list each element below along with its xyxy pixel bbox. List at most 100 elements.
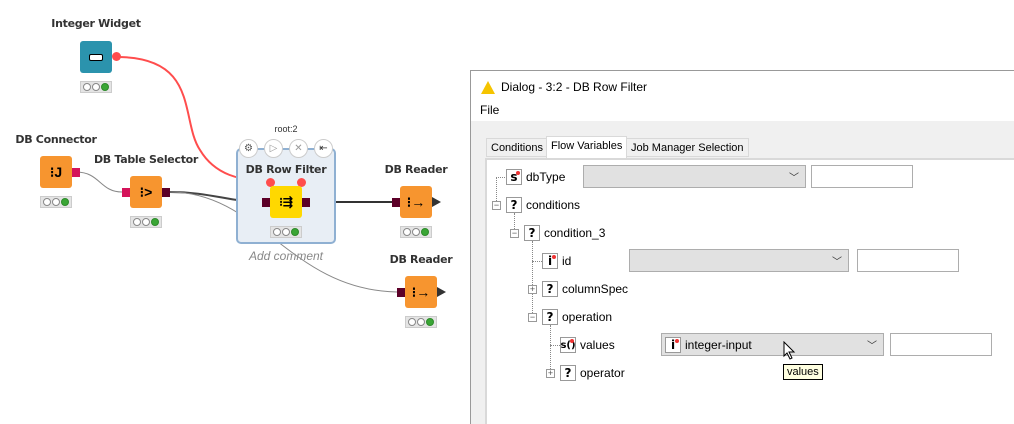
menu-bar: File bbox=[471, 103, 1014, 121]
node-status-lights bbox=[400, 226, 432, 238]
tree-item-condition-3[interactable]: ? condition_3 bbox=[524, 224, 605, 242]
values-variable-select[interactable]: i integer-input ﹀ bbox=[661, 333, 884, 356]
tree-item-label: values bbox=[580, 338, 615, 352]
collapse-toggle[interactable]: − bbox=[492, 200, 501, 210]
string-array-variable-icon: s() bbox=[560, 337, 576, 353]
integer-variable-icon: i bbox=[665, 336, 681, 353]
chevron-down-icon: ﹀ bbox=[789, 173, 799, 184]
unknown-type-icon: ? bbox=[506, 197, 522, 213]
tree-line bbox=[532, 261, 542, 262]
db-output-port[interactable] bbox=[72, 168, 80, 177]
chevron-down-icon: ﹀ bbox=[867, 341, 877, 352]
db-data-output-port[interactable] bbox=[302, 198, 310, 207]
db-data-input-port[interactable] bbox=[392, 198, 400, 207]
db-select-icon: ⁝> bbox=[139, 183, 153, 200]
connection-edge bbox=[75, 171, 123, 193]
configure-button[interactable]: ⚙ bbox=[239, 139, 258, 158]
dialog-title-bar: Dialog - 3:2 - DB Row Filter bbox=[471, 71, 1014, 103]
tree-line bbox=[514, 213, 515, 233]
db-connector-node[interactable]: ⁝J bbox=[40, 156, 72, 188]
tree-item-label: dbType bbox=[526, 170, 566, 184]
tree-item-operation[interactable]: ? operation bbox=[542, 308, 612, 326]
db-data-input-port[interactable] bbox=[262, 198, 270, 207]
unknown-type-icon: ? bbox=[542, 309, 558, 325]
flow-variable-input-port[interactable] bbox=[266, 178, 275, 187]
cancel-button[interactable]: ✕ bbox=[289, 139, 308, 158]
tree-line bbox=[496, 177, 497, 205]
node-status-lights bbox=[80, 81, 112, 93]
widget-icon bbox=[89, 53, 103, 61]
tree-line bbox=[550, 345, 560, 346]
tab-conditions[interactable]: Conditions bbox=[486, 138, 548, 157]
expand-toggle[interactable]: + bbox=[546, 368, 555, 378]
unknown-type-icon: ? bbox=[560, 365, 576, 381]
tooltip: values bbox=[783, 364, 823, 380]
mouse-cursor-icon bbox=[783, 341, 796, 360]
expand-toggle[interactable]: + bbox=[528, 284, 537, 294]
node-label: DB Table Selector bbox=[93, 153, 199, 166]
tree-line bbox=[532, 241, 533, 319]
unknown-type-icon: ? bbox=[524, 225, 540, 241]
table-output-port[interactable] bbox=[437, 287, 446, 297]
tree-item-label: operator bbox=[580, 366, 625, 380]
tree-item-operator[interactable]: ? operator bbox=[560, 364, 625, 382]
tree-item-label: operation bbox=[562, 310, 613, 324]
tree-item-label: conditions bbox=[526, 198, 581, 212]
dbtype-variable-select[interactable]: ﹀ bbox=[583, 165, 806, 188]
id-variable-select[interactable]: ﹀ bbox=[629, 249, 849, 272]
tree-item-columnspec[interactable]: ? columnSpec bbox=[542, 280, 628, 298]
tree-item-label: id bbox=[562, 254, 572, 268]
collapse-toggle[interactable]: − bbox=[528, 312, 537, 322]
db-reader-icon: ⁝→ bbox=[411, 283, 431, 300]
dbtype-output-field[interactable] bbox=[811, 165, 913, 188]
tree-line bbox=[550, 325, 551, 375]
row-filter-icon: ⁝⇶ bbox=[279, 195, 293, 209]
node-label: DB Reader bbox=[384, 163, 448, 176]
db-reader-node[interactable]: ⁝→ bbox=[405, 276, 437, 308]
dialog-title: Dialog - 3:2 - DB Row Filter bbox=[501, 80, 648, 94]
chevron-down-icon: ﹀ bbox=[832, 257, 842, 268]
node-label: DB Row Filter bbox=[245, 163, 327, 176]
db-row-filter-node[interactable]: ⁝⇶ bbox=[270, 186, 302, 218]
node-id-label: root:2 bbox=[274, 124, 298, 134]
node-label: DB Reader bbox=[389, 253, 453, 266]
db-input-port[interactable] bbox=[122, 188, 130, 197]
node-label: Integer Widget bbox=[51, 17, 141, 30]
integer-variable-icon: i bbox=[542, 253, 558, 269]
tab-flow-variables[interactable]: Flow Variables bbox=[546, 136, 628, 158]
add-comment[interactable]: Add comment bbox=[248, 249, 324, 263]
db-data-input-port[interactable] bbox=[397, 288, 405, 297]
tree-item-values[interactable]: s() values bbox=[560, 336, 615, 354]
tree-item-label: condition_3 bbox=[544, 226, 606, 240]
tree-item-conditions[interactable]: ? conditions bbox=[506, 196, 580, 214]
collapse-toggle[interactable]: − bbox=[510, 228, 519, 238]
flow-variable-port[interactable] bbox=[112, 52, 121, 61]
flow-variable-output-port[interactable] bbox=[297, 178, 306, 187]
tab-job-manager-selection[interactable]: Job Manager Selection bbox=[626, 138, 749, 157]
reset-button[interactable]: ⇤ bbox=[314, 139, 333, 158]
unknown-type-icon: ? bbox=[542, 281, 558, 297]
node-status-lights bbox=[130, 216, 162, 228]
db-table-selector-node[interactable]: ⁝> bbox=[130, 176, 162, 208]
db-reader-icon: ⁝→ bbox=[406, 193, 426, 210]
string-variable-icon: s bbox=[506, 169, 522, 185]
execute-button[interactable]: ▷ bbox=[264, 139, 283, 158]
tree-line bbox=[496, 177, 505, 178]
menu-file[interactable]: File bbox=[480, 103, 500, 117]
knime-warning-icon bbox=[481, 80, 495, 94]
integer-widget-node[interactable] bbox=[80, 41, 112, 73]
node-status-lights bbox=[40, 196, 72, 208]
db-data-output-port[interactable] bbox=[162, 188, 170, 197]
table-output-port[interactable] bbox=[432, 197, 441, 207]
dialog-window: Dialog - 3:2 - DB Row Filter File Condit… bbox=[470, 70, 1014, 424]
db-icon: ⁝J bbox=[49, 163, 63, 180]
db-reader-node[interactable]: ⁝→ bbox=[400, 186, 432, 218]
node-status-lights bbox=[405, 316, 437, 328]
selected-variable: integer-input bbox=[685, 337, 752, 352]
tree-item-label: columnSpec bbox=[562, 282, 629, 296]
values-output-field[interactable] bbox=[890, 333, 992, 356]
id-output-field[interactable] bbox=[857, 249, 959, 272]
node-label: DB Connector bbox=[15, 133, 97, 146]
